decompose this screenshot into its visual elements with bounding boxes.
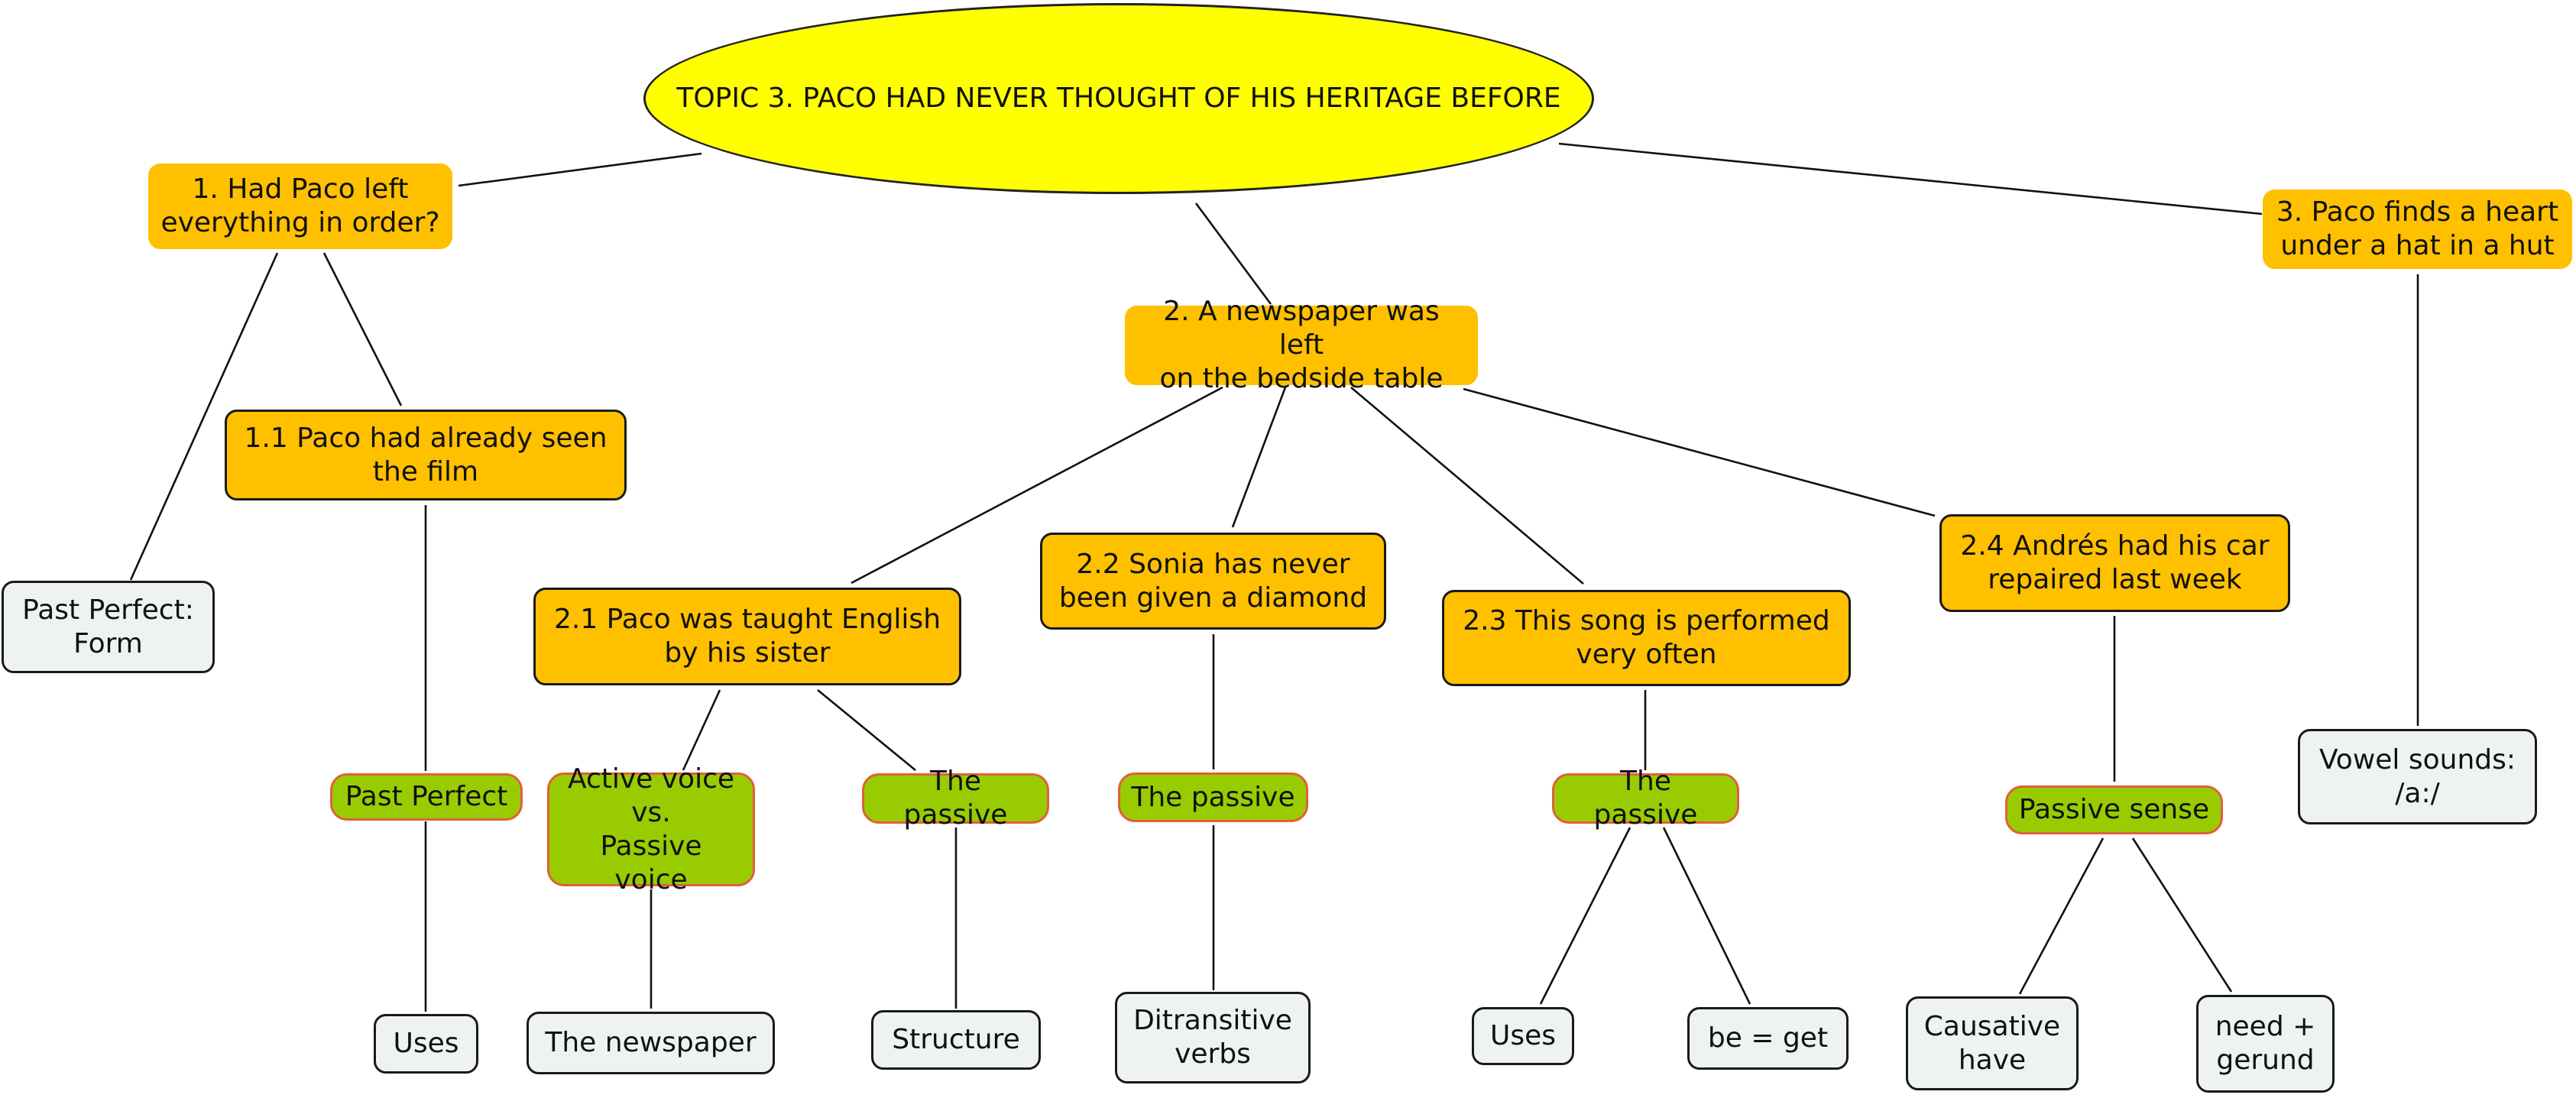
leaf-need-gerund: need + gerund	[2196, 995, 2335, 1093]
leaf-uses: Uses	[374, 1014, 478, 1074]
topic-node-2-1: 2.1 Paco was taught English by his siste…	[533, 588, 961, 685]
connector	[682, 689, 721, 771]
connector	[1231, 387, 1287, 528]
leaf-uses-2-3: Uses	[1472, 1007, 1574, 1065]
subtopic-active-vs-passive: Active voice vs. Passive voice	[547, 763, 755, 896]
connector	[1350, 387, 1584, 585]
leaf-structure: Structure	[871, 1010, 1041, 1070]
connector	[2131, 837, 2233, 993]
connector	[851, 386, 1223, 585]
leaf-be-get: be = get	[1687, 1007, 1849, 1070]
topic-node-1: 1. Had Paco left everything in order?	[148, 164, 452, 249]
subtopic-the-passive-2-1: The passive	[862, 766, 1049, 831]
connector	[1662, 827, 1751, 1005]
topic-node-2: 2. A newspaper was left on the bedside t…	[1125, 296, 1478, 394]
subtopic-past-perfect: Past Perfect	[330, 773, 523, 821]
leaf-past-perfect-form: Past Perfect: Form	[2, 581, 215, 673]
root-topic: TOPIC 3. PACO HAD NEVER THOUGHT OF HIS H…	[643, 3, 1594, 194]
leaf-the-newspaper: The newspaper	[527, 1012, 775, 1074]
connector	[1463, 387, 1936, 517]
topic-node-2-4: 2.4 Andrés had his car repaired last wee…	[1939, 514, 2290, 612]
leaf-vowel-sounds: Vowel sounds: /a:/	[2298, 729, 2537, 824]
connector	[1194, 202, 1272, 305]
connector	[458, 152, 702, 187]
connector	[1539, 827, 1631, 1005]
connector	[817, 688, 916, 772]
topic-node-2-3: 2.3 This song is performed very often	[1442, 590, 1851, 686]
topic-node-1-1: 1.1 Paco had already seen the film	[225, 410, 627, 500]
subtopic-the-passive-2-2: The passive	[1118, 772, 1308, 822]
connector	[2018, 837, 2105, 995]
topic-node-3: 3. Paco finds a heart under a hat in a h…	[2263, 189, 2572, 269]
subtopic-passive-sense: Passive sense	[2005, 785, 2223, 834]
topic-node-2-2: 2.2 Sonia has never been given a diamond	[1040, 533, 1386, 630]
subtopic-the-passive-2-3: The passive	[1552, 766, 1739, 831]
leaf-ditransitive-verbs: Ditransitive verbs	[1115, 992, 1311, 1083]
leaf-causative-have: Causative have	[1906, 996, 2079, 1090]
connector	[322, 252, 403, 406]
connector	[1558, 142, 2263, 215]
connector	[129, 252, 279, 581]
